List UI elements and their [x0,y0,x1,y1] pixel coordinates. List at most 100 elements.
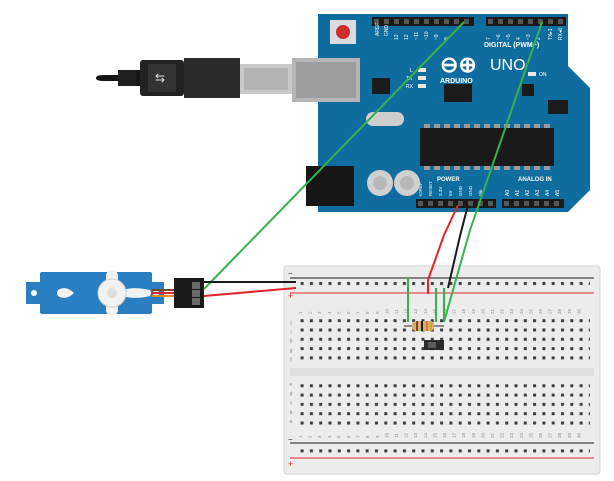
power-pin-label: GND [458,185,463,196]
column-number: 28 [557,308,562,314]
column-number: 20 [480,432,485,438]
column-number: 15 [432,308,437,314]
digital-pin-label: ~11 [414,32,420,40]
column-number: 1 [298,311,303,314]
column-number: 23 [509,432,514,438]
column-number: 11 [394,433,399,438]
row-letter: h [290,339,293,345]
column-number: 11 [394,309,399,314]
column-number: 4 [327,435,332,438]
analog-header [502,199,564,208]
column-number: 9 [375,311,380,314]
arduino-logo: ⊖⊕ ARDUINO UNO [440,52,526,85]
column-number: 2 [308,311,313,314]
row-letter: j [289,320,291,326]
atmega-chip [420,128,554,166]
wire-green-button[interactable] [443,21,543,323]
power-pin-label: GND [468,185,473,196]
resistor[interactable] [404,321,444,331]
breadboard[interactable]: − + − + 11223344556677889910101111121213… [283,265,601,475]
column-number: 7 [356,311,361,314]
digital-header-2 [486,17,566,26]
model-label: UNO [490,57,526,74]
column-number: 2 [308,435,313,438]
analog-pin-label: A5 [555,190,561,196]
digital-pin-label: ~9 [434,34,440,40]
digital-pin-label: ~3 [526,34,532,40]
analog-pin-label: A3 [535,190,541,196]
dc-jack [306,166,354,206]
lower-terminal-strip[interactable] [298,380,590,426]
analog-pin-label: A4 [545,190,551,196]
gnd-label: GND [384,25,390,37]
on-label: ON [539,72,547,78]
column-number: 8 [365,435,370,438]
rail-minus-top: − [288,269,293,278]
arduino-logo-icon: ⊖⊕ [440,52,477,77]
digital-pin-label: ~5 [506,34,512,40]
micro-servo[interactable] [26,270,204,316]
power-pin-label: 5V [448,190,453,196]
rail-minus-bottom: − [288,435,293,444]
wire-red-servo-power[interactable] [203,287,297,297]
column-number: 22 [500,308,505,314]
column-number: 20 [480,308,485,314]
usb-cable[interactable]: ⇆ [96,58,292,98]
column-number: 18 [461,432,466,438]
bottom-power-rail[interactable] [298,446,590,456]
column-number: 24 [519,308,524,314]
power-label: POWER [437,177,460,183]
column-number: 23 [509,308,514,314]
rail-plus-bottom: + [288,459,293,469]
column-number: 10 [384,308,389,314]
power-pin-label: Vin [478,189,483,196]
column-number: 21 [490,432,495,438]
wire-red-5v[interactable] [427,204,459,281]
column-number: 13 [413,432,418,438]
column-number: 14 [423,308,428,314]
center-channel [290,368,594,376]
brand-label: ARDUINO [440,78,473,85]
digital-pin-label: 7 [486,37,492,40]
row-letter: a [290,419,293,425]
column-number: 19 [471,432,476,438]
column-number: 12 [404,308,409,314]
svg-text:⇆: ⇆ [155,71,165,85]
row-letter: i [290,329,291,335]
column-number: 22 [500,432,505,438]
column-number: 8 [365,311,370,314]
column-number: 5 [336,435,341,438]
analog-pin-label: A1 [515,190,521,196]
power-header [416,199,496,208]
column-number: 17 [452,308,457,314]
pushbutton[interactable] [424,340,444,350]
column-number: 17 [452,432,457,438]
arduino-uno-board[interactable]: AREF GND DIGITAL (PWM~) L TX RX ON ⊖⊕ AR… [292,14,590,212]
digital-pin-label: TX▸1 [548,28,554,40]
digital-pin-label: 12 [404,34,410,40]
column-number: 24 [519,432,524,438]
digital-pin-label: 13 [394,34,400,40]
column-number: 9 [375,435,380,438]
digital-pin-label: 2 [536,37,542,40]
wire-black-gnd[interactable] [447,204,469,289]
column-number: 5 [336,311,341,314]
power-pin-label: IOREF [418,182,423,196]
column-number: 27 [548,308,553,314]
row-letter: b [290,410,293,416]
column-number: 19 [471,308,476,314]
wire-green-servo-signal[interactable] [203,21,465,290]
digital-pin-label: ~6 [496,34,502,40]
top-power-rail[interactable] [298,280,590,290]
column-number: 25 [528,308,533,314]
column-number: 21 [490,308,495,314]
column-number: 14 [423,432,428,438]
column-number: 16 [442,432,447,438]
digital-pin-label: ~10 [424,31,430,40]
column-number: 7 [356,435,361,438]
column-number: 3 [317,435,322,438]
